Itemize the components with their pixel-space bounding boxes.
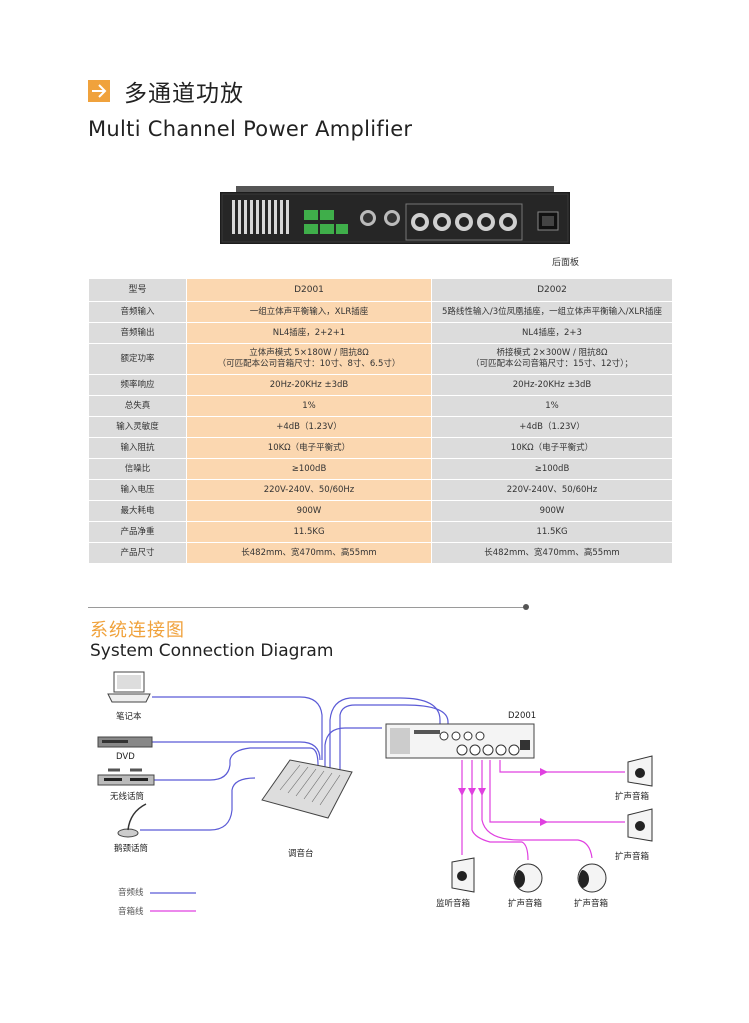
dvd-player-icon — [97, 736, 153, 748]
divider-dot — [523, 604, 529, 610]
row-label: 最大耗电 — [88, 500, 187, 522]
cell-d2002: 220V-240V、50/60Hz — [431, 479, 673, 501]
cell-line: 桥接模式 2×300W / 阻抗8Ω — [496, 348, 608, 358]
mixer-icon — [261, 759, 353, 819]
gooseneck-mic-icon — [117, 803, 147, 838]
row-label: 产品净重 — [88, 521, 187, 543]
cell-d2002: 1% — [431, 395, 673, 417]
cell-d2001: 立体声模式 5×180W / 阻抗8Ω （可匹配本公司音箱尺寸：10寸、8寸、6… — [186, 343, 432, 375]
cell-line: （可匹配本公司音箱尺寸：15寸、12寸）； — [471, 359, 633, 369]
spec-table: 型号 D2001 D2002 音频输入 一组立体声平衡输入，XLR插座 5路线性… — [88, 278, 673, 564]
speaker-lines — [461, 760, 625, 861]
audio-lines — [140, 696, 449, 831]
system-title-cn: 系统连接图 — [90, 620, 185, 641]
cell-d2001: 220V-240V、50/60Hz — [186, 479, 432, 501]
page-title-cn: 多通道功放 — [124, 81, 244, 107]
cell-d2002: +4dB（1.23V） — [431, 416, 673, 438]
label-monitor: 监听音箱 — [436, 899, 471, 909]
table-row: 产品尺寸 长482mm、宽470mm、高55mm 长482mm、宽470mm、高… — [88, 542, 673, 564]
table-row: 最大耗电 900W 900W — [88, 500, 673, 522]
label-mixer: 调音台 — [288, 849, 314, 859]
arrowheads — [458, 768, 548, 826]
cell-d2002: 20Hz-20KHz ±3dB — [431, 374, 673, 396]
table-row: 音频输出 NL4插座，2+2+1 NL4插座，2+3 — [88, 322, 673, 344]
table-row: 音频输入 一组立体声平衡输入，XLR插座 5路线性输入/3位凤凰插座，一组立体声… — [88, 301, 673, 323]
wireless-mic-icon — [97, 768, 155, 786]
label-speaker-bottom-1: 扩声音箱 — [508, 899, 543, 909]
label-wireless-mic: 无线话筒 — [110, 792, 145, 802]
cell-d2002: 5路线性输入/3位凤凰插座，一组立体声平衡输入/XLR插座 — [431, 301, 673, 323]
laptop-icon — [107, 671, 151, 703]
legend-speaker-label: 音箱线 — [118, 907, 144, 917]
label-laptop: 笔记本 — [116, 712, 142, 722]
section-divider — [88, 607, 526, 608]
table-row: 输入电压 220V-240V、50/60Hz 220V-240V、50/60Hz — [88, 479, 673, 501]
system-title-en: System Connection Diagram — [90, 641, 334, 661]
amplifier-rear-panel-image — [220, 186, 570, 248]
amplifier-front-icon — [385, 723, 535, 759]
monitor-speaker-icon — [451, 857, 475, 893]
label-speaker-right-1: 扩声音箱 — [615, 792, 650, 802]
table-header-row: 型号 D2001 D2002 — [88, 278, 673, 302]
rear-panel-label: 后面板 — [552, 258, 580, 268]
speaker-right-1-icon — [627, 755, 653, 787]
cell-line: （可匹配本公司音箱尺寸：10寸、8寸、6.5寸） — [217, 359, 401, 369]
label-gooseneck-mic: 鹅颈话筒 — [114, 844, 149, 854]
table-header-cell: D2001 — [186, 278, 432, 302]
row-label: 输入灵敏度 — [88, 416, 187, 438]
cell-d2002: NL4插座，2+3 — [431, 322, 673, 344]
arrow-right-icon — [88, 80, 110, 102]
row-label: 产品尺寸 — [88, 542, 187, 564]
label-amp: D2001 — [508, 711, 537, 721]
cell-d2002: 长482mm、宽470mm、高55mm — [431, 542, 673, 564]
table-row: 频率响应 20Hz-20KHz ±3dB 20Hz-20KHz ±3dB — [88, 374, 673, 396]
cell-d2001: 10KΩ（电子平衡式） — [186, 437, 432, 459]
table-row: 输入灵敏度 +4dB（1.23V） +4dB（1.23V） — [88, 416, 673, 438]
legend-audio-label: 音频线 — [118, 888, 144, 898]
speaker-right-2-icon — [627, 808, 653, 842]
ceiling-speaker-2-icon — [577, 863, 607, 893]
label-speaker-right-2: 扩声音箱 — [615, 852, 650, 862]
ceiling-speaker-1-icon — [513, 863, 543, 893]
table-header-cell: 型号 — [88, 278, 187, 302]
label-speaker-bottom-2: 扩声音箱 — [574, 899, 609, 909]
cell-line: 立体声模式 5×180W / 阻抗8Ω — [249, 348, 369, 358]
table-header-cell: D2002 — [431, 278, 673, 302]
row-label: 音频输出 — [88, 322, 187, 344]
page-title-en: Multi Channel Power Amplifier — [88, 117, 413, 141]
cell-d2001: 20Hz-20KHz ±3dB — [186, 374, 432, 396]
cell-d2002: 10KΩ（电子平衡式） — [431, 437, 673, 459]
table-row: 产品净重 11.5KG 11.5KG — [88, 521, 673, 543]
label-dvd: DVD — [116, 752, 135, 762]
row-label: 频率响应 — [88, 374, 187, 396]
cell-d2001: 长482mm、宽470mm、高55mm — [186, 542, 432, 564]
row-label: 输入电压 — [88, 479, 187, 501]
